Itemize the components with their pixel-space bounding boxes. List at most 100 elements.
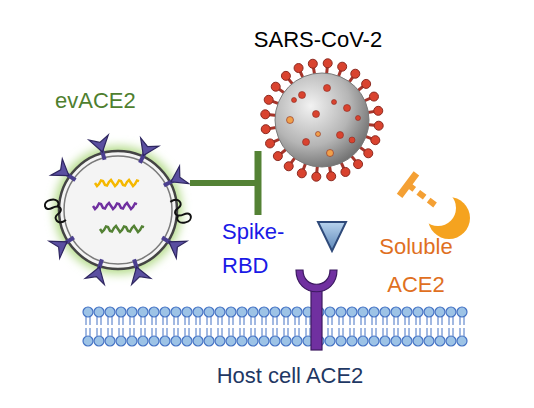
lipid-tail	[108, 328, 109, 336]
lipid-markers	[45, 199, 192, 223]
rna-strand	[100, 226, 144, 232]
lipid-tail	[130, 317, 131, 325]
soluble-ace2: Soluble ACE2	[378, 205, 488, 295]
lipid-head	[204, 307, 214, 317]
spike-head	[294, 64, 303, 73]
lipid-tail	[108, 317, 109, 325]
lipid-tail	[189, 328, 190, 336]
spike-head	[338, 62, 347, 71]
lipid-head	[105, 307, 115, 317]
rna-strand	[93, 203, 137, 209]
inhibition-bar	[400, 173, 417, 195]
spike-head	[374, 106, 383, 115]
lipid-tail	[163, 328, 164, 336]
node-shape	[30, 88, 190, 273]
lipid-tail	[240, 317, 241, 325]
surface-spike	[313, 111, 320, 118]
surface-spike	[287, 117, 294, 124]
spike-head	[266, 139, 275, 148]
lipid-tail	[339, 317, 340, 325]
virus-spikes	[261, 59, 383, 181]
lipid-tail	[185, 317, 186, 325]
lipid-tail	[350, 328, 351, 336]
lipid-tail	[460, 317, 461, 325]
lipid-tail	[416, 317, 417, 325]
lipid-tail	[218, 328, 219, 336]
lipid-head	[237, 336, 247, 346]
lipid-head	[160, 336, 170, 346]
lipid-tail	[343, 317, 344, 325]
lipid-tail	[156, 317, 157, 325]
lipid-tail	[167, 328, 168, 336]
spike-head	[261, 110, 270, 119]
lipid-tail	[354, 328, 355, 336]
lipid-tail	[442, 328, 443, 336]
ace2-receptor	[49, 229, 79, 258]
spike-head	[374, 121, 383, 130]
lipid-tail	[185, 328, 186, 336]
lipid-head	[182, 336, 192, 346]
lipid-head	[83, 336, 93, 346]
lipid-tail	[251, 317, 252, 325]
vesicle-inner-membrane	[64, 156, 172, 264]
lipid-tail	[196, 328, 197, 336]
lipid-tail	[383, 317, 384, 325]
lipid-tail	[343, 328, 344, 336]
lipid-tail	[273, 317, 274, 325]
lipid-head	[391, 307, 401, 317]
lipid-tail	[438, 317, 439, 325]
lipid-tail	[310, 328, 311, 336]
lipid-head	[94, 307, 104, 317]
lipid-tail	[394, 328, 395, 336]
lipid-tail	[200, 328, 201, 336]
lipid-tail	[427, 317, 428, 325]
spike-head	[371, 136, 380, 145]
virus-envelope	[275, 73, 369, 167]
lipid-head	[369, 307, 379, 317]
lipid-tail	[427, 328, 428, 336]
lipid-head	[94, 336, 104, 346]
receptor-head	[134, 138, 158, 160]
vesicle-glow	[54, 146, 182, 274]
lipid-tail	[112, 328, 113, 336]
surface-spike	[316, 132, 321, 137]
virus-particle: SARS-CoV-2	[258, 22, 408, 210]
rbd-triangle	[318, 222, 346, 251]
extracellular-vesicle: evACE2	[30, 88, 190, 273]
lipid-tail	[174, 317, 175, 325]
lipid-tail	[222, 317, 223, 325]
spike-head	[271, 82, 280, 91]
lipid-tail	[398, 317, 399, 325]
lipid-tail	[284, 317, 285, 325]
lipid-tail	[405, 328, 406, 336]
lipid-tail	[90, 317, 91, 325]
lipid-tail	[222, 328, 223, 336]
lipid-head	[292, 336, 302, 346]
lipid-tail	[464, 317, 465, 325]
lipid-tail	[262, 328, 263, 336]
lipid-tail	[178, 328, 179, 336]
lipid-tail	[420, 328, 421, 336]
lipid-tail	[145, 328, 146, 336]
vesicle-membrane	[59, 151, 177, 269]
lipid-head	[127, 336, 137, 346]
lipid-tail	[383, 328, 384, 336]
lipid-head	[270, 336, 280, 346]
lipid-tail	[288, 328, 289, 336]
spike-head	[308, 59, 317, 68]
spike-head	[362, 79, 371, 88]
surface-spike	[327, 150, 334, 157]
receptor-cup	[296, 270, 337, 292]
lipid-head	[226, 336, 236, 346]
lipid-head	[413, 307, 423, 317]
lipid-tail	[409, 317, 410, 325]
lipid-head	[402, 307, 412, 317]
lipid-tail	[266, 328, 267, 336]
lipid-tail	[387, 328, 388, 336]
lipid-tail	[152, 317, 153, 325]
lipid-head	[171, 336, 181, 346]
lipid-tail	[229, 328, 230, 336]
lipid-tail	[244, 328, 245, 336]
receptor-head	[85, 264, 109, 284]
lipid-head	[380, 336, 390, 346]
